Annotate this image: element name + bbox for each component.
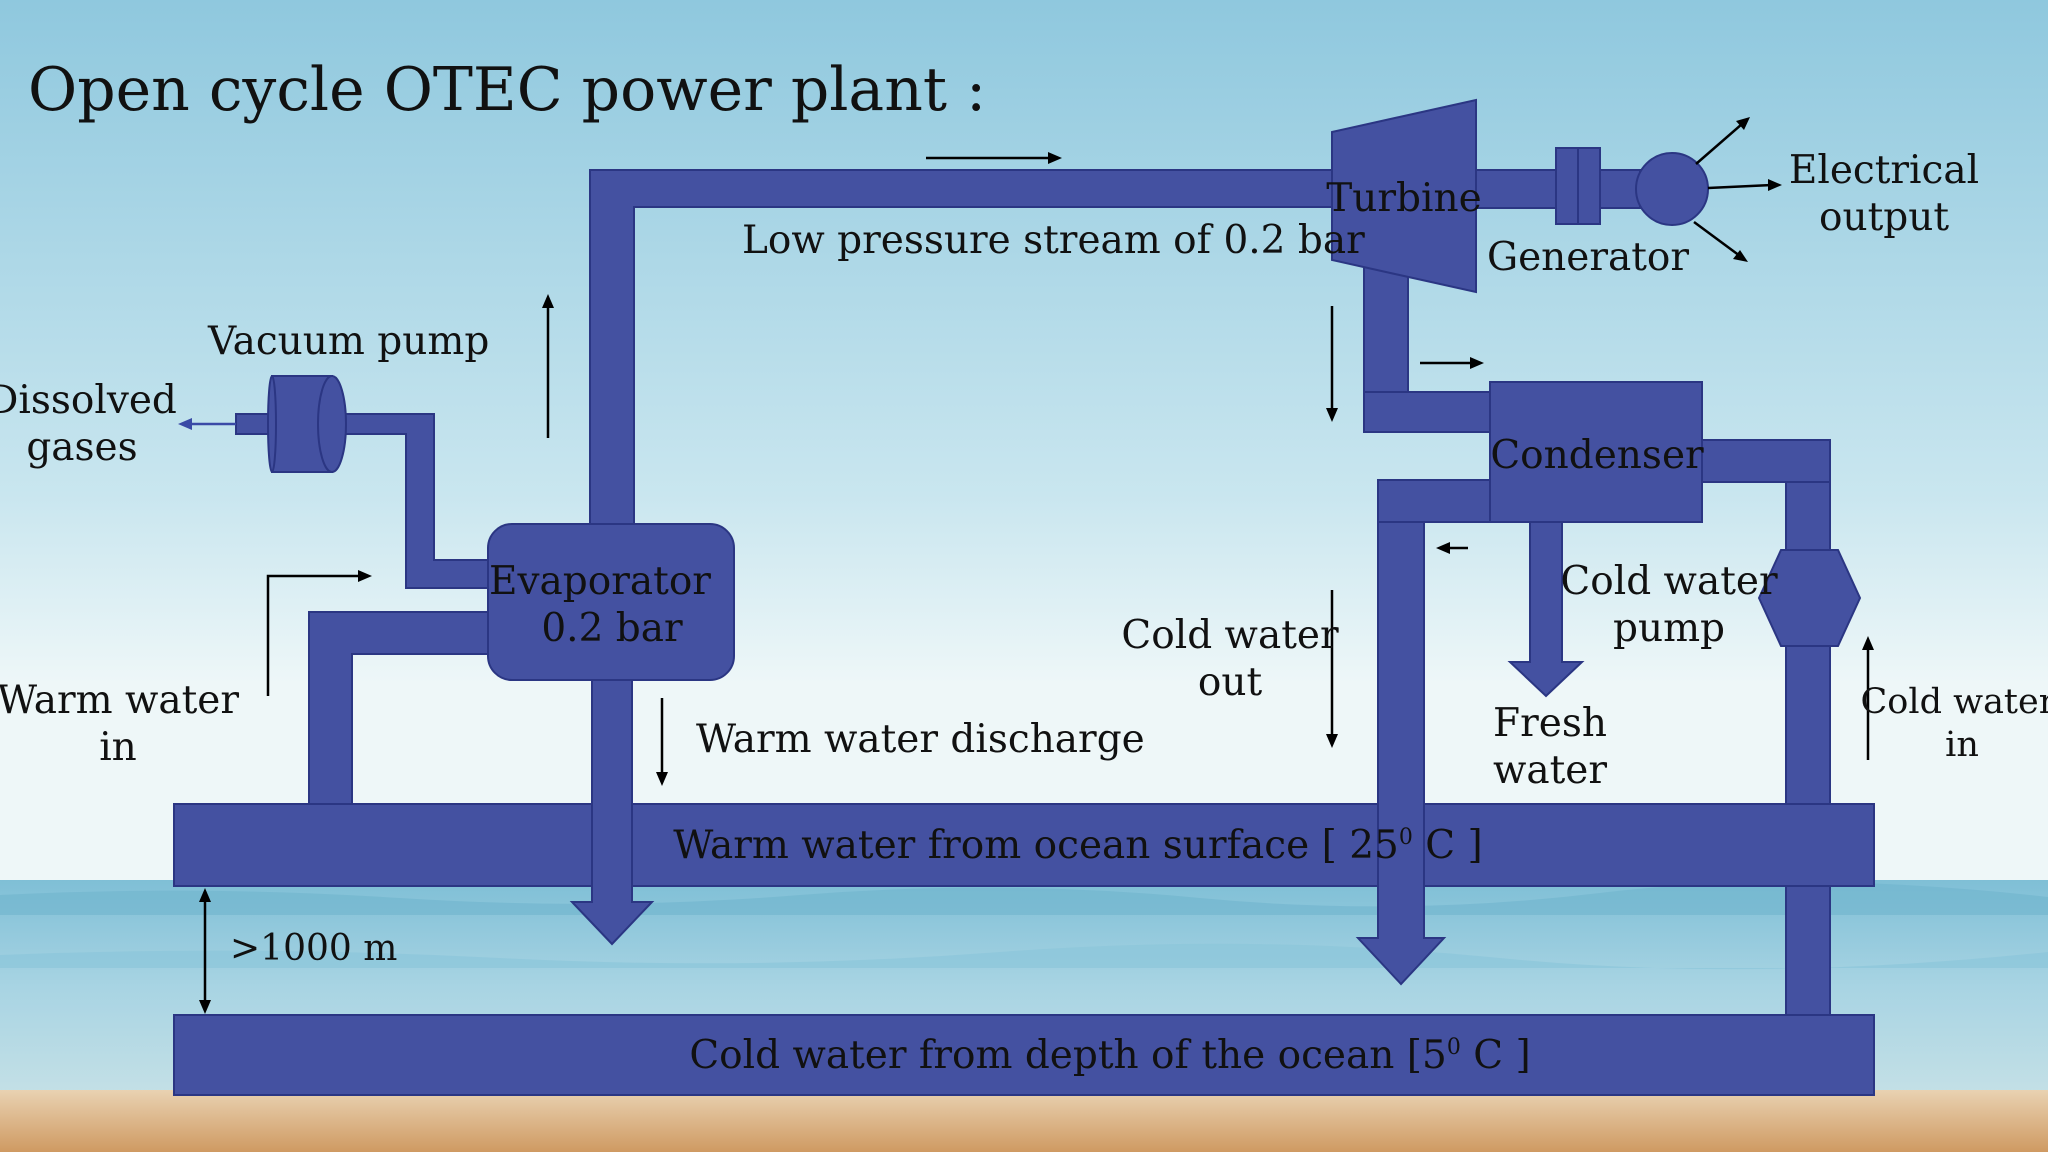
cold-out-pipe — [1355, 521, 1447, 986]
arrow-head — [1470, 357, 1484, 369]
label-evaporator: Evaporator — [489, 559, 711, 604]
label-low-pressure-stream: Low pressure stream of 0.2 bar — [742, 218, 1365, 263]
output-arrow — [1695, 123, 1743, 165]
output-arrow — [1707, 183, 1773, 190]
label-cold-water-out: out — [1198, 660, 1263, 705]
label-cold-water-pump: pump — [1613, 606, 1725, 651]
label-dissolved-gases: Dissolved — [0, 378, 177, 423]
label-dissolved-gases: gases — [26, 425, 137, 470]
label-vacuum-pump: Vacuum pump — [207, 319, 489, 364]
cold-out-pipe — [1377, 479, 1491, 523]
arrow-head — [358, 570, 372, 582]
arrow-head — [1733, 250, 1748, 262]
cold-water-bar-label: Cold water from depth of the ocean [50 C… — [689, 1033, 1530, 1078]
label-warm-water-in: Warm water — [0, 678, 239, 723]
arrow-head — [656, 772, 668, 786]
warm-water-bar — [173, 803, 1875, 887]
cold-in-pipe — [1701, 439, 1831, 483]
arrow-head — [1736, 117, 1750, 130]
cold-riser-pipe — [1785, 444, 1831, 1016]
cold-water-pump-icon — [1757, 549, 1862, 647]
label-cold-water-in: Cold water — [1861, 682, 2048, 722]
arrow-head — [542, 294, 554, 308]
label-generator: Generator — [1487, 235, 1689, 280]
label-warm-water-in: in — [99, 725, 137, 770]
label-fresh-water: water — [1493, 748, 1607, 793]
sea-wave — [0, 881, 2048, 915]
turbine-icon — [1331, 98, 1477, 294]
fresh-water-pipe — [1507, 521, 1585, 698]
label-fresh-water: Fresh — [1493, 701, 1607, 746]
output-arrow — [1693, 220, 1741, 258]
warm-water-bar-label: Warm water from ocean surface [ 250 C ] — [673, 823, 1482, 868]
page-title: Open cycle OTEC power plant : — [28, 55, 986, 125]
label-electrical-output: Electrical — [1789, 148, 1979, 193]
arrow-head — [178, 418, 192, 430]
cold-water-bar — [173, 1014, 1875, 1096]
vacuum-pump-end — [267, 375, 277, 473]
evaporator — [487, 523, 735, 681]
label-cold-water-pump: Cold water — [1560, 559, 1778, 604]
label-depth: >1000 m — [230, 928, 397, 969]
coupling — [1577, 147, 1601, 225]
arrow-head — [1048, 152, 1062, 164]
arrow-head — [1768, 179, 1782, 191]
vacuum-pump-cap — [317, 375, 347, 473]
label-cold-water-out: Cold water — [1121, 613, 1339, 658]
arrow-head — [199, 1000, 211, 1014]
flow-arrow — [266, 574, 364, 696]
label-warm-water-discharge: Warm water discharge — [696, 717, 1145, 762]
generator-icon — [1635, 152, 1709, 226]
condenser — [1489, 381, 1703, 523]
warm-discharge-pipe — [569, 679, 655, 946]
label-electrical-output: output — [1819, 195, 1949, 240]
label-cold-water-in: in — [1945, 725, 1979, 765]
arrow-head — [1862, 636, 1874, 650]
arrow-head — [1326, 734, 1338, 748]
label-evaporator: 0.2 bar — [541, 606, 683, 651]
turbine-exhaust-pipe — [1363, 391, 1493, 433]
sea-wave — [0, 943, 2048, 970]
arrow-head — [1326, 408, 1338, 422]
label-condenser: Condenser — [1490, 433, 1704, 478]
sand-background — [0, 1090, 2048, 1152]
arrow-head — [1436, 542, 1450, 554]
label-turbine: Turbine — [1326, 176, 1481, 221]
arrow-head — [199, 888, 211, 902]
